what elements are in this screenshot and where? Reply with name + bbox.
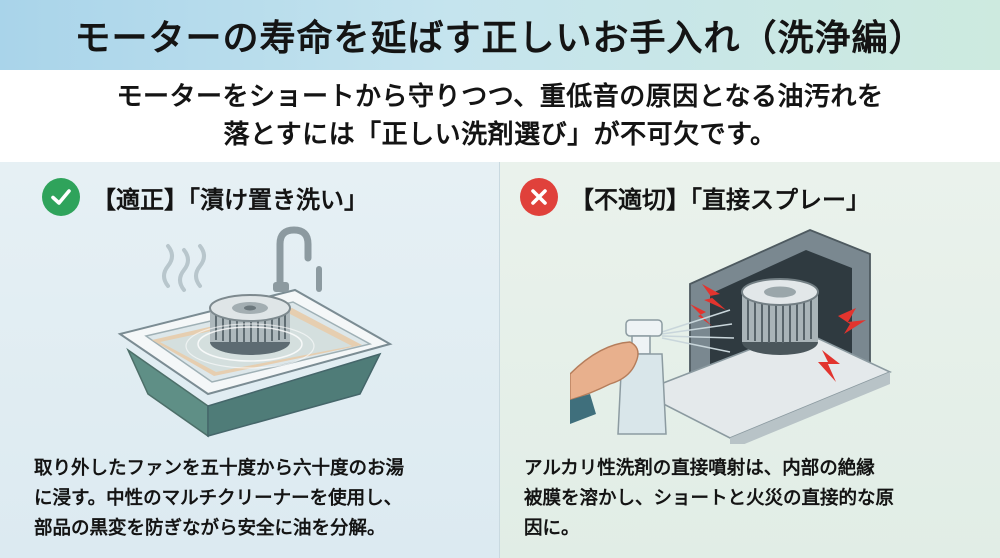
sink-soak-icon [90,224,410,448]
page-title: モーターの寿命を延ばす正しいお手入れ（洗浄編） [74,18,926,59]
panel-incorrect: 【不適切】「直接スプレー」 [500,162,1000,558]
panel-correct-header: 【適正】「漬け置き洗い」 [42,178,368,216]
intro-line: モーターをショートから守りつつ、重低音の原因となる油汚れを [116,82,884,112]
panel-incorrect-header: 【不適切】「直接スプレー」 [520,178,870,216]
panel-incorrect-description: アルカリ性洗剤の直接噴射は、内部の絶縁 被膜を溶かし、ショートと火災の直接的な原… [524,458,895,539]
header-banner: モーターの寿命を延ばす正しいお手入れ（洗浄編） [0,0,1000,70]
check-icon [42,178,80,216]
panel-correct-description: 取り外したファンを五十度から六十度のお湯 に浸す。中性のマルチクリーナーを使用し… [34,458,405,539]
intro-line: 落とすには「正しい洗剤選び」が不可欠です。 [223,120,777,150]
spray-motor-icon [569,224,930,450]
panel-correct: 【適正】「漬け置き洗い」 [0,162,500,558]
cross-icon [520,178,558,216]
intro-text: モーターをショートから守りつつ、重低音の原因となる油汚れを 落とすには「正しい洗… [0,70,1000,162]
panel-correct-heading: 【適正】「漬け置き洗い」 [92,185,368,214]
panel-incorrect-heading: 【不適切】「直接スプレー」 [570,185,870,214]
